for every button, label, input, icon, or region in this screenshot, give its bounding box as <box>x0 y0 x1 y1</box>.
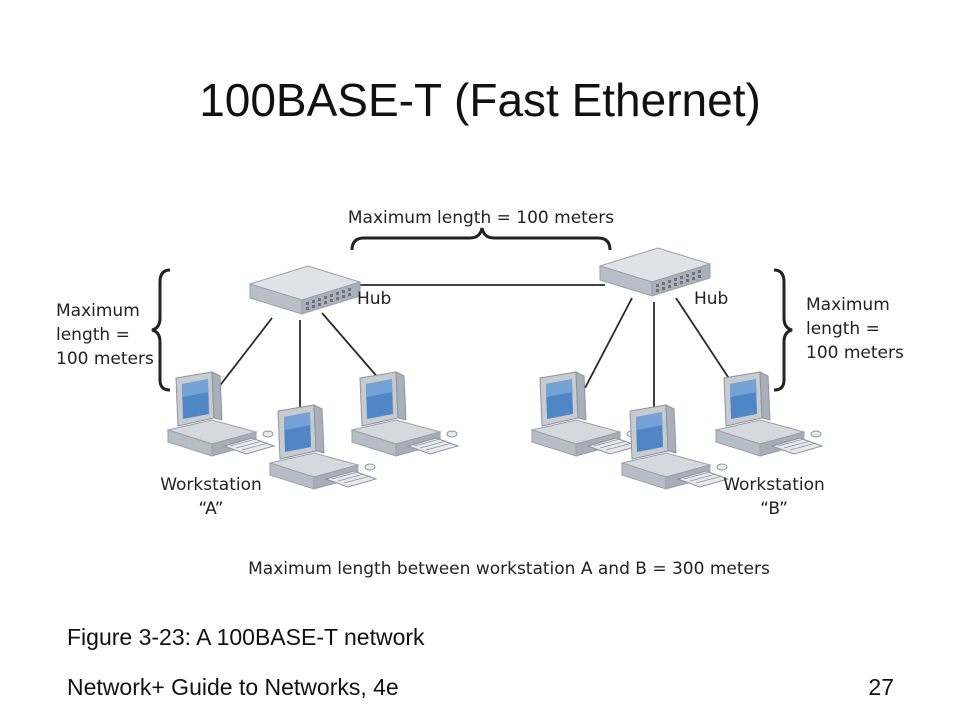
workstation-icon <box>351 371 459 457</box>
cables <box>217 284 733 410</box>
workstation-b-label-line1: Workstation <box>723 475 825 495</box>
workstation-a-label-line1: Workstation <box>160 475 262 495</box>
bottom-span-label: Maximum length between workstation A and… <box>248 559 770 579</box>
cable-hub1-ws-3 <box>321 312 381 381</box>
left-span-brace <box>151 268 171 392</box>
workstation-a-label-line2: “A” <box>199 499 224 519</box>
cable-hub2-ws-b <box>675 297 733 384</box>
cable-hub1-ws-a <box>217 317 273 389</box>
left-span-label-line2: length = <box>56 325 130 345</box>
figure-caption: Figure 3-23: A 100BASE-T network <box>67 624 425 650</box>
hub-right-label: Hub <box>694 289 728 309</box>
right-span-label-line3: 100 meters <box>806 343 904 363</box>
top-span-brace <box>350 227 612 251</box>
workstation-b-icon <box>715 371 823 457</box>
footer-book-title: Network+ Guide to Networks, 4e <box>67 674 399 700</box>
right-span-brace <box>773 268 793 392</box>
workstation-icon <box>531 371 639 457</box>
hub-left-label: Hub <box>357 289 391 309</box>
cable-hub2-ws-4 <box>584 297 633 389</box>
hub-left-icon <box>249 265 361 315</box>
slide-title: 100BASE-T (Fast Ethernet) <box>199 74 761 126</box>
top-span-label: Maximum length = 100 meters <box>348 208 614 228</box>
workstation-icon <box>621 404 729 490</box>
left-span-label-line3: 100 meters <box>56 349 154 369</box>
page-number: 27 <box>868 674 894 700</box>
workstation-b-label-line2: “B” <box>760 499 788 519</box>
workstation-icon <box>269 404 377 490</box>
right-span-label-line2: length = <box>806 319 880 339</box>
left-span-label-line1: Maximum <box>56 301 140 321</box>
right-span-label-line1: Maximum <box>806 295 890 315</box>
